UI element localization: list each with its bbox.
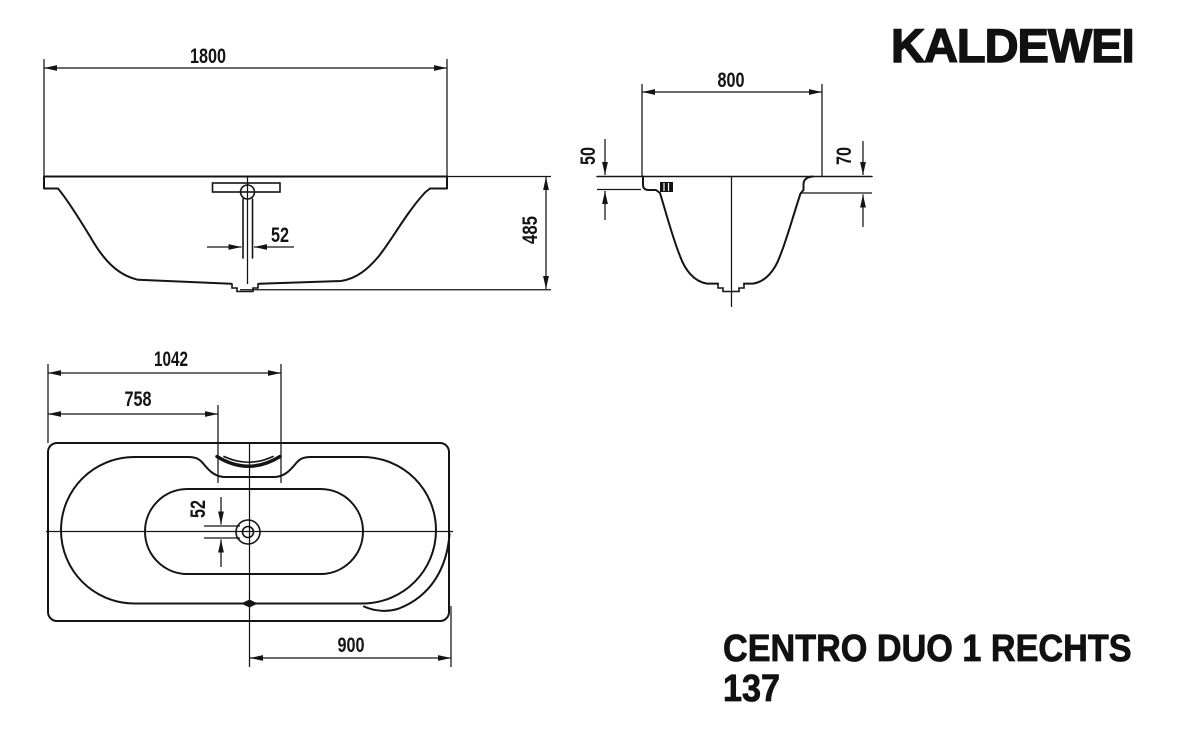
dim-plan-centre-to-end-label: 900: [338, 634, 365, 657]
dim-plan-waste-offset-label: 52: [187, 500, 210, 518]
plan-floor-oval: [144, 488, 364, 575]
plan-inner-rim-oval: [60, 456, 437, 605]
side-drain-fitting: [231, 283, 259, 293]
dim-plan-waste-offset: 52: [187, 497, 240, 567]
plan-drain: [235, 519, 261, 545]
end-section-view: 800 50 70: [577, 69, 873, 307]
plan-view: 1042 758 5: [46, 348, 453, 667]
plan-overflow-crescent: [215, 454, 282, 468]
end-tub-outline: [642, 175, 814, 285]
plan-centerline-marker: [241, 599, 258, 608]
end-overflow-fitting: [660, 182, 673, 192]
dim-end-width-label: 800: [718, 69, 745, 92]
dim-end-rim-right: 70: [833, 141, 866, 227]
dim-end-width: 800: [641, 69, 823, 176]
overflow-circle: [239, 184, 256, 200]
side-elevation-view: 1800 52 485: [43, 45, 551, 293]
dim-side-waste-offset-label: 52: [271, 224, 289, 247]
dim-plan-overflow-near-label: 758: [125, 388, 152, 411]
product-model-number: 137: [723, 668, 781, 710]
side-overflow-fitting: [211, 176, 281, 284]
brand-logo: KALDEWEI: [890, 18, 1135, 72]
dim-end-rim-left-label: 50: [577, 147, 600, 165]
dim-plan-centre-to-end: 900: [250, 606, 452, 667]
plan-right-end-arc: [363, 533, 451, 612]
product-title-block: CENTRO DUO 1 RECHTS 137: [723, 628, 1132, 710]
end-drain-fitting: [717, 282, 745, 293]
dim-plan-overflow-far-label: 1042: [154, 348, 188, 371]
dim-side-length: 1800: [43, 45, 448, 176]
dim-plan-overflow-far: 1042: [47, 348, 282, 483]
overflow-plate: [211, 182, 281, 193]
dim-side-waste-offset: 52: [207, 224, 294, 250]
dim-side-height: 485: [240, 177, 551, 291]
dim-side-height-label: 485: [519, 216, 542, 244]
dim-end-rim-right-label: 70: [833, 147, 856, 165]
dim-plan-overflow-near: 758: [48, 388, 219, 483]
side-tub-outline: [43, 175, 448, 285]
product-name: CENTRO DUO 1 RECHTS: [723, 628, 1132, 670]
dim-side-length-label: 1800: [190, 45, 226, 68]
dim-end-rim-left: 50: [577, 139, 608, 220]
